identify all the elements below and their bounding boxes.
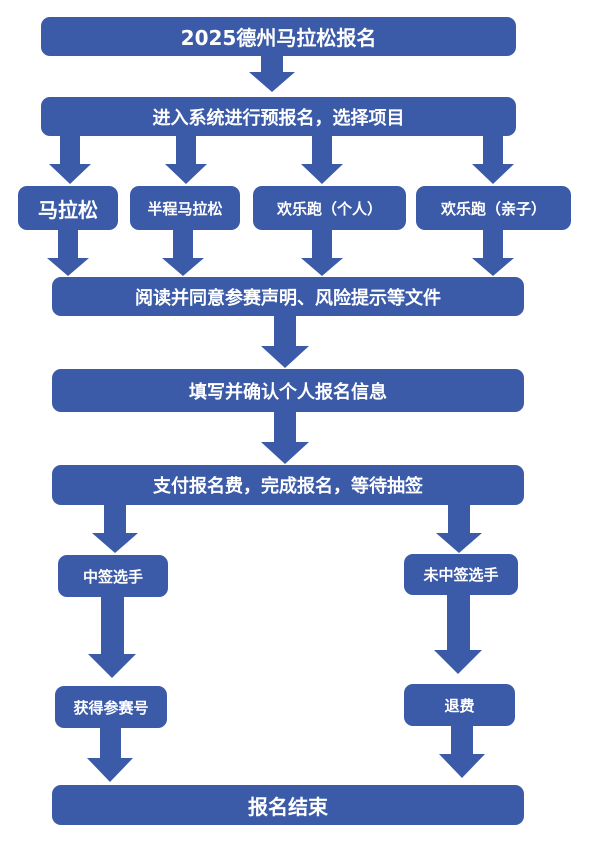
event-half-marathon: 半程马拉松 xyxy=(130,186,240,230)
fill-info-box: 填写并确认个人报名信息 xyxy=(52,369,524,412)
not-selected-runner-box: 未中签选手 xyxy=(404,554,518,595)
registration-end-box: 报名结束 xyxy=(52,785,524,825)
arrow-register-to-half xyxy=(165,136,207,184)
arrow-pay-to-selected xyxy=(92,505,138,553)
event-fun-run-individual: 欢乐跑（个人） xyxy=(253,186,406,230)
event-fun-run-family: 欢乐跑（亲子） xyxy=(416,186,571,230)
arrow-selected-to-bib xyxy=(88,597,136,678)
arrow-half-to-read xyxy=(162,230,204,276)
arrow-refund-to-end xyxy=(439,726,485,778)
arrow-pay-to-not-selected xyxy=(436,505,482,553)
title-box: 2025德州马拉松报名 xyxy=(41,17,516,56)
refund-box: 退费 xyxy=(404,684,515,726)
read-agree-box: 阅读并同意参赛声明、风险提示等文件 xyxy=(52,277,524,316)
event-marathon: 马拉松 xyxy=(18,186,118,230)
arrow-not-selected-to-refund xyxy=(434,595,482,674)
arrow-fill-to-pay xyxy=(261,412,309,464)
arrow-fun-individual-to-read xyxy=(301,230,343,276)
arrow-read-to-fill xyxy=(261,316,309,368)
arrow-register-to-marathon xyxy=(49,136,91,184)
pre-register-box: 进入系统进行预报名，选择项目 xyxy=(41,97,516,136)
get-bib-box: 获得参赛号 xyxy=(55,686,167,728)
arrow-marathon-to-read xyxy=(47,230,89,276)
pay-fee-box: 支付报名费，完成报名，等待抽签 xyxy=(52,465,524,505)
selected-runner-box: 中签选手 xyxy=(58,555,168,597)
arrow-title-to-register xyxy=(249,56,295,92)
arrow-register-to-fun-family xyxy=(472,136,514,184)
arrow-bib-to-end xyxy=(87,728,133,782)
arrow-register-to-fun-individual xyxy=(301,136,343,184)
arrow-fun-family-to-read xyxy=(472,230,514,276)
